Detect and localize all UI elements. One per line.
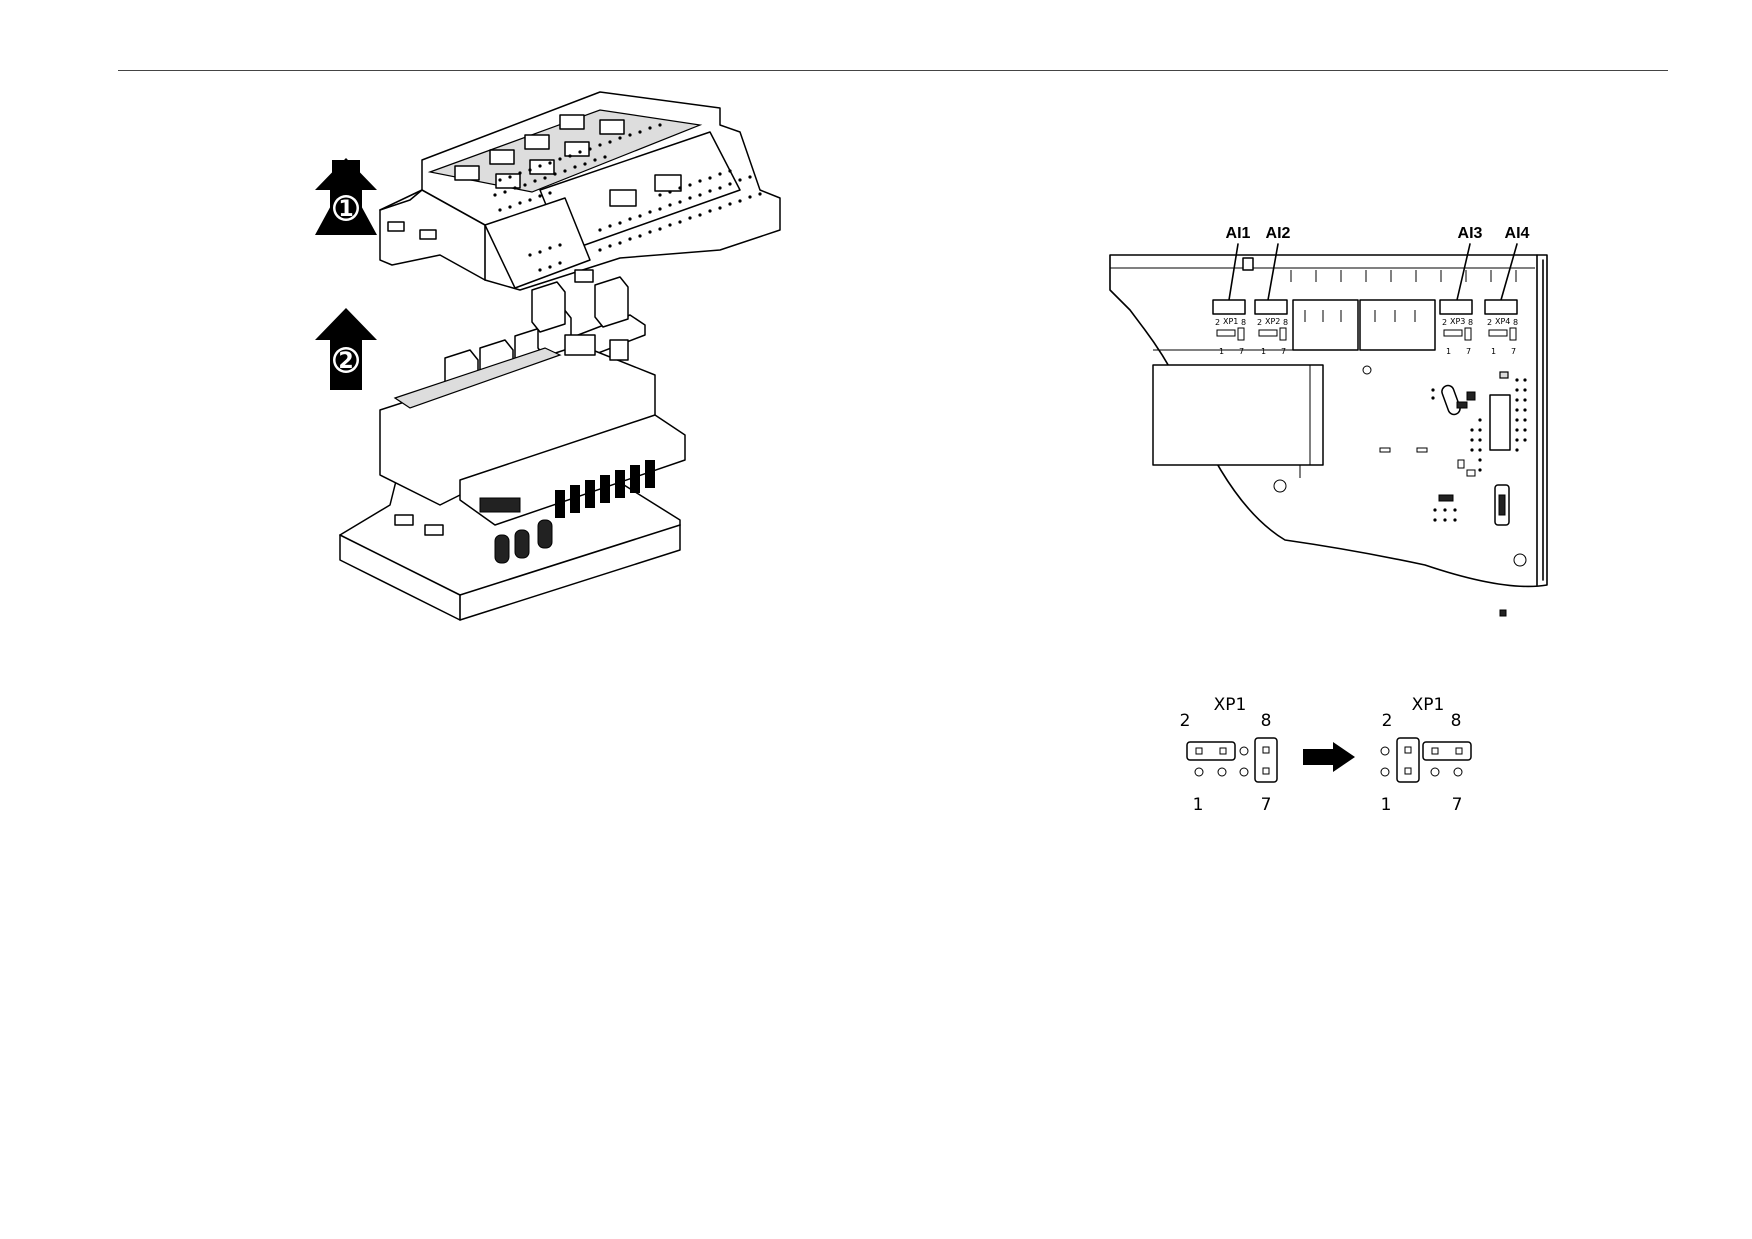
pin-1-label: 1 [1446, 347, 1451, 356]
arrow-right-icon [1303, 742, 1355, 772]
pin-8-label: 8 [1451, 711, 1462, 731]
pin-2-label: 2 [1487, 318, 1492, 327]
board-header-xp1: 2 XP1 8 1 7 [1215, 317, 1246, 356]
leader-ai3 [1456, 243, 1471, 301]
pin-2-label: 2 [1257, 318, 1262, 327]
base-pcb [339, 334, 686, 621]
pin-2-label: 2 [1180, 711, 1191, 731]
pin-8-label: 8 [1513, 318, 1518, 327]
header-xp4-label: XP4 [1495, 317, 1510, 326]
pin-2-label: 2 [1442, 318, 1447, 327]
leader-ai1 [1228, 243, 1239, 301]
jumper-title: XP1 [1214, 695, 1247, 715]
pin-8-label: 8 [1261, 711, 1272, 731]
pin-1-label: 1 [1261, 347, 1266, 356]
step-1-number: 1 [338, 197, 353, 222]
leader-ai4 [1500, 243, 1518, 301]
pin-8-label: 8 [1468, 318, 1473, 327]
analog-input-connectors [1212, 299, 1518, 351]
pin-1-label: 1 [1219, 347, 1224, 356]
top-cover [379, 91, 781, 291]
pin-8-label: 8 [1283, 318, 1288, 327]
pin-1-label: 1 [1193, 795, 1204, 815]
label-ai2: AI2 [1266, 225, 1291, 242]
pin-1-label: 1 [1491, 347, 1496, 356]
board-detail-diagram: AI1 AI2 AI3 AI4 2 [1109, 225, 1548, 617]
step-2-arrow-icon: 2 [315, 308, 377, 390]
jumper-title: XP1 [1412, 695, 1445, 715]
header-xp2-label: XP2 [1265, 317, 1280, 326]
pin-2-label: 2 [1382, 711, 1393, 731]
pin-8-label: 8 [1241, 318, 1246, 327]
capacitors [494, 519, 553, 564]
jumper-after-diagram: XP1 2 8 1 7 [1380, 695, 1472, 815]
terminal-relays [555, 460, 655, 518]
header-xp1-label: XP1 [1223, 317, 1238, 326]
board-header-xp2: 2 XP2 8 1 7 [1257, 317, 1288, 356]
jumper-cap-horizontal [1186, 741, 1236, 761]
jumper-before-diagram: XP1 2 8 1 7 [1180, 695, 1278, 815]
pin-7-label: 7 [1261, 795, 1272, 815]
pin-7-label: 7 [1511, 347, 1516, 356]
label-ai3: AI3 [1458, 225, 1483, 242]
header-rule [118, 70, 1668, 71]
pin-7-label: 7 [1281, 347, 1286, 356]
board-header-xp4: 2 XP4 8 1 7 [1487, 317, 1518, 356]
header-xp3-label: XP3 [1450, 317, 1465, 326]
exploded-device-diagram: 1 2 [315, 91, 781, 621]
jumper-cap-vertical [1254, 737, 1278, 783]
pin-7-label: 7 [1452, 795, 1463, 815]
board-header-xp3: 2 XP3 8 1 7 [1442, 317, 1473, 356]
pin-1-label: 1 [1381, 795, 1392, 815]
jumper-cap-horizontal [1422, 741, 1472, 761]
label-ai1: AI1 [1226, 225, 1251, 242]
jumper-cap-vertical [1396, 737, 1420, 783]
label-ai4: AI4 [1505, 225, 1530, 242]
step-1-arrow-icon: 1 [315, 158, 377, 235]
pin-7-label: 7 [1466, 347, 1471, 356]
pin-7-label: 7 [1239, 347, 1244, 356]
board-components [1152, 349, 1527, 617]
connector-pins [1242, 257, 1535, 282]
pin-2-label: 2 [1215, 318, 1220, 327]
leader-ai2 [1267, 243, 1279, 301]
step-2-number: 2 [338, 349, 353, 374]
